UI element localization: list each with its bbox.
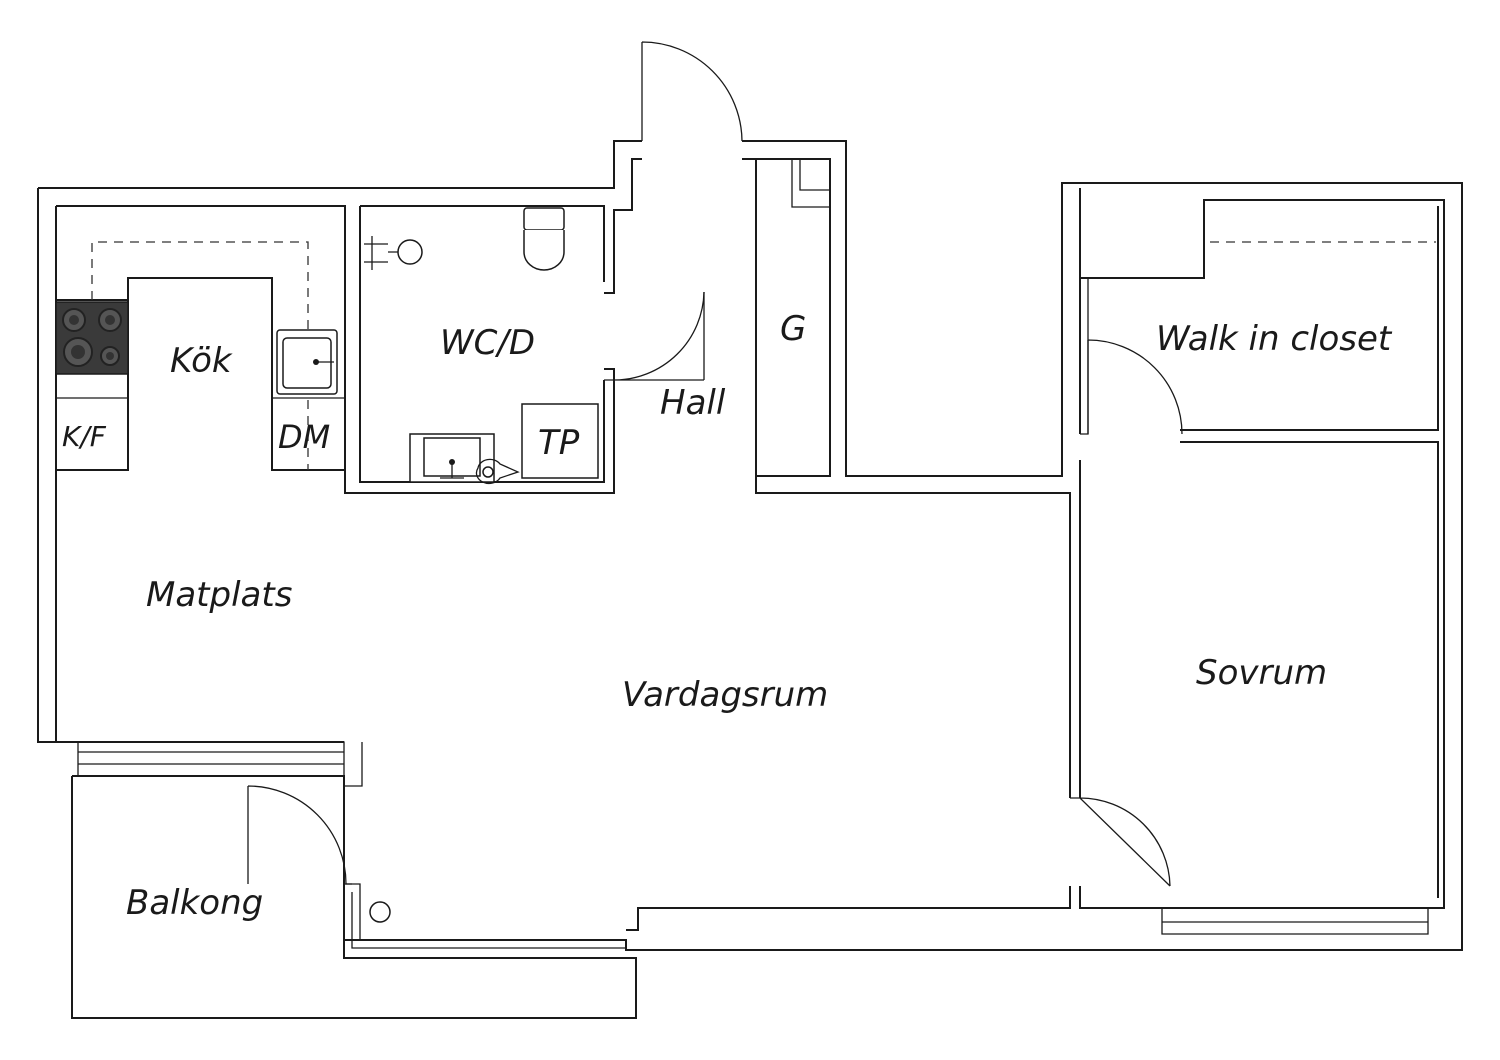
- bathroom-sink-icon: [409, 433, 495, 483]
- label-dm: DM: [278, 418, 330, 456]
- label-sovrum: Sovrum: [1196, 653, 1327, 693]
- label-walkin: Walk in closet: [1156, 319, 1393, 359]
- label-vardagsrum: Vardagsrum: [622, 675, 828, 715]
- kitchen-sink-icon: [276, 329, 338, 395]
- label-tp: TP: [538, 423, 580, 463]
- toilet-icon: [523, 207, 565, 271]
- label-kok: Kök: [170, 341, 233, 381]
- stove-icon: [55, 301, 129, 375]
- doors: [247, 41, 1183, 887]
- label-hall: Hall: [660, 383, 726, 423]
- drain-icon: [369, 901, 391, 923]
- washing-machine-icon: [475, 403, 599, 485]
- label-matplats: Matplats: [146, 575, 292, 615]
- room-labels: Kök WC/D Hall G Walk in closet K/F DM TP…: [62, 309, 1393, 923]
- label-kf: K/F: [62, 420, 107, 453]
- label-balkong: Balkong: [126, 883, 263, 923]
- shower-icon: [364, 236, 423, 270]
- label-wc: WC/D: [440, 323, 535, 363]
- label-garderob: G: [780, 309, 806, 349]
- outer-walls: [37, 140, 1463, 1019]
